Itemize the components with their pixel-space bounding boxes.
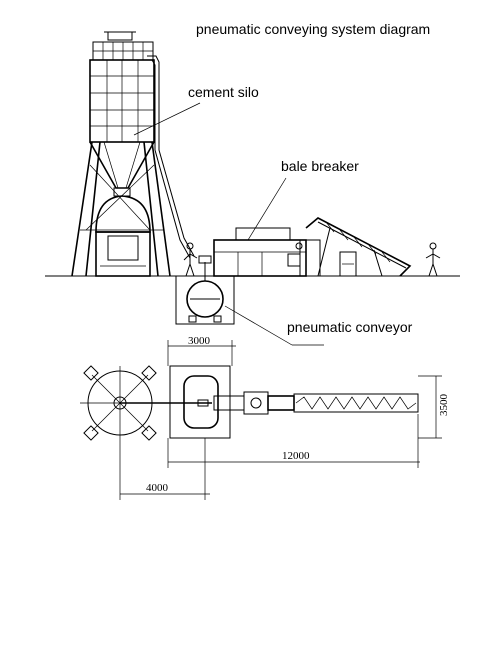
cement-silo-label: cement silo [188, 84, 259, 100]
bale-breaker [213, 217, 412, 277]
plan-view [80, 365, 419, 441]
pneumatic-conveyor-leader [224, 305, 293, 346]
bale-breaker-leader [247, 177, 287, 241]
diagram-title: pneumatic conveying system diagram [196, 21, 430, 37]
worker-figure-right [425, 242, 441, 277]
dimension-4000-label: 4000 [146, 482, 169, 494]
dimension-3500-label: 3500 [438, 394, 450, 417]
dimension-3000-label: 3000 [188, 335, 211, 347]
pneumatic-conveyor-pit [175, 255, 235, 325]
dimension-3500: 3500 [418, 375, 450, 439]
dimension-3000: 3000 [167, 335, 236, 366]
cement-silo [71, 31, 195, 277]
cement-silo-leader [133, 102, 201, 136]
dimension-12000-label: 12000 [282, 450, 310, 462]
worker-figure-left [183, 242, 198, 277]
pneumatic-conveyor-label: pneumatic conveyor [287, 319, 413, 335]
dimension-12000: 12000 [167, 414, 420, 468]
dimension-4000: 4000 [119, 438, 210, 500]
bale-breaker-label: bale breaker [281, 158, 359, 174]
